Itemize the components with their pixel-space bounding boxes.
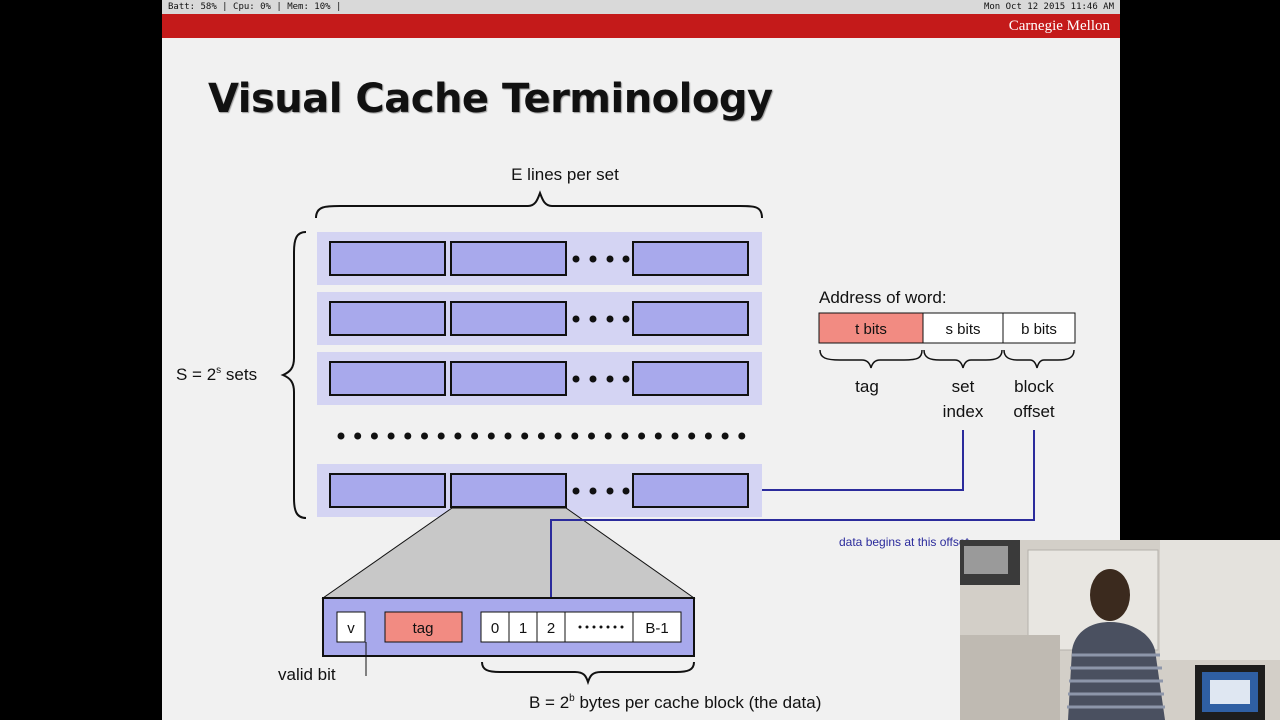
- cache-line: [632, 301, 749, 336]
- set-ellipsis-dot: [571, 432, 579, 440]
- set-ellipsis-dot: [337, 432, 345, 440]
- webcam-video: [960, 540, 1280, 720]
- set-ellipsis-dot: [404, 432, 412, 440]
- block-size-label: B = 2b bytes per cache block (the data): [529, 693, 821, 712]
- set-ellipsis-dot: [471, 432, 479, 440]
- presenter-head: [1090, 569, 1130, 621]
- valid-bit-text: v: [347, 620, 355, 637]
- byte-last-text: B-1: [645, 620, 668, 637]
- status-bar-datetime: Mon Oct 12 2015 11:46 AM: [983, 2, 1114, 12]
- set-ellipsis-dot: [704, 432, 712, 440]
- cache-line: [450, 361, 567, 396]
- set-ellipsis-dot: [688, 432, 696, 440]
- byte-1-text: 1: [519, 620, 527, 637]
- block-offset-label-1: block: [1014, 377, 1054, 396]
- set-index-label-1: set: [952, 377, 975, 396]
- byte-2-box: [536, 611, 566, 643]
- b-bits-label: b bits: [1021, 321, 1057, 338]
- cache-line: [632, 473, 749, 508]
- tag-role-label: tag: [855, 377, 879, 396]
- valid-bit-label: valid bit: [278, 665, 336, 684]
- status-bar: Batt: 58% | Cpu: 0% | Mem: 10% | Mon Oct…: [162, 0, 1120, 14]
- set-ellipsis-dot: [638, 432, 646, 440]
- set-ellipsis-dot: [521, 432, 529, 440]
- set-ellipsis-dot: [437, 432, 445, 440]
- cache-line: [632, 241, 749, 276]
- shirt-stripes: [1067, 653, 1165, 709]
- block-offset-brace: [1003, 349, 1075, 369]
- set-ellipsis-dot: [421, 432, 428, 440]
- cache-set: [317, 464, 762, 517]
- set-ellipsis-dots: [337, 432, 746, 440]
- institution-name: Carnegie Mellon: [1008, 18, 1110, 34]
- cache-line: [450, 473, 567, 508]
- ellipsis-dots: [572, 487, 630, 495]
- block-offset-wire: [550, 430, 1035, 598]
- set-ellipsis-dot: [721, 432, 729, 440]
- set-ellipsis-dot: [588, 432, 595, 440]
- slide-title: Visual Cache Terminology: [208, 76, 773, 122]
- s-sets-brace: [280, 231, 307, 519]
- cache-set: [317, 352, 762, 405]
- block-bits-field: [1002, 312, 1076, 344]
- set-bits-field: [922, 312, 1004, 344]
- zoom-projection: [321, 507, 696, 599]
- set-index-brace: [923, 349, 1003, 369]
- byte-2-text: 2: [547, 620, 555, 637]
- ellipsis-dots: [572, 255, 630, 263]
- set-index-label-2: index: [943, 402, 984, 421]
- cache-set: [317, 232, 762, 285]
- cache-line: [450, 301, 567, 336]
- address-label: Address of word:: [819, 288, 947, 307]
- tag-box-text: tag: [413, 620, 434, 637]
- byte-0-text: 0: [491, 620, 499, 637]
- block-offset-label-2: offset: [1013, 402, 1055, 421]
- set-ellipsis-dot: [604, 432, 612, 440]
- valid-bit-box: [336, 611, 366, 643]
- set-ellipsis-dot: [621, 432, 629, 440]
- byte-last-box: [632, 611, 682, 643]
- set-ellipsis-dot: [671, 432, 679, 440]
- e-lines-label: E lines per set: [511, 165, 619, 184]
- set-index-wire: [762, 430, 964, 491]
- set-ellipsis-dot: [537, 432, 545, 440]
- cache-line: [329, 361, 446, 396]
- set-ellipsis-dot: [454, 432, 462, 440]
- tag-bits-field: [818, 312, 924, 344]
- tag-box: [384, 611, 463, 643]
- whiteboard-right: [1160, 540, 1280, 660]
- e-lines-brace: [315, 190, 763, 219]
- set-ellipsis-dot: [504, 432, 512, 440]
- ellipsis-dots: [572, 315, 630, 323]
- t-bits-label: t bits: [855, 321, 887, 338]
- set-ellipsis-dot: [554, 432, 562, 440]
- bytes-ellipsis-dots: [578, 625, 624, 629]
- cache-line: [329, 301, 446, 336]
- set-ellipsis-dot: [654, 432, 662, 440]
- s-bits-label: s bits: [945, 321, 980, 338]
- cache-line: [632, 361, 749, 396]
- set-ellipsis-dot: [370, 432, 378, 440]
- offset-note: data begins at this offset: [839, 535, 970, 549]
- cache-line: [450, 241, 567, 276]
- tag-brace: [819, 349, 923, 369]
- block-bytes-brace: [481, 661, 695, 686]
- cache-line: [329, 241, 446, 276]
- set-ellipsis-dot: [738, 432, 746, 440]
- status-bar-left: Batt: 58% | Cpu: 0% | Mem: 10% |: [168, 2, 342, 12]
- webcam-scene: [960, 540, 1280, 720]
- cache-line: [329, 473, 446, 508]
- header-bar: Carnegie Mellon: [162, 14, 1120, 38]
- set-ellipsis-dot: [487, 432, 495, 440]
- s-sets-label: S = 2s sets: [176, 365, 257, 384]
- cache-set: [317, 292, 762, 345]
- ellipsis-dots: [572, 375, 630, 383]
- set-ellipsis-dot: [354, 432, 362, 440]
- set-ellipsis-dot: [387, 432, 395, 440]
